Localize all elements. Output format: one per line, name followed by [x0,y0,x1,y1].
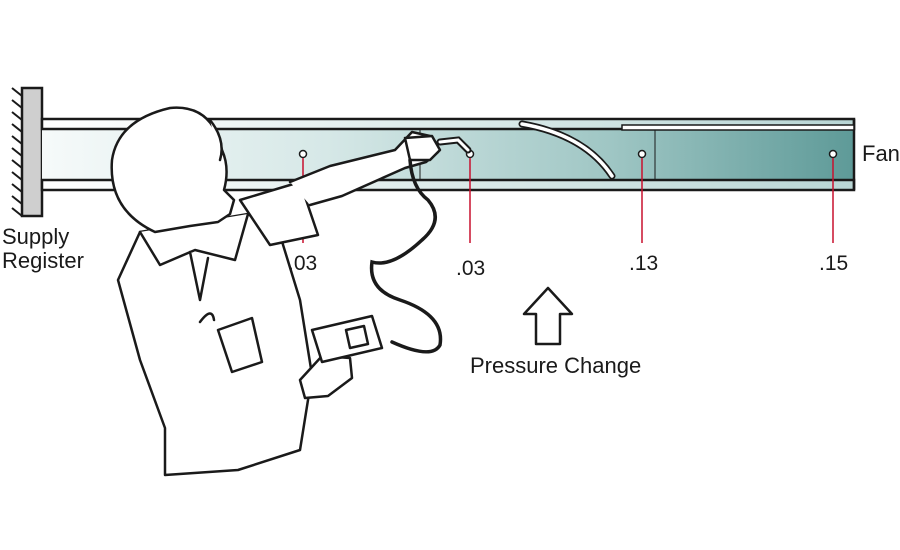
reading-2: .03 [456,257,485,280]
test-port-3 [637,149,647,243]
pressure-change-label: Pressure Change [470,353,641,378]
probe-hose [369,136,472,354]
supply-register-label: Supply [2,224,69,249]
fan-label: Fan [862,141,900,166]
reading-3: .13 [629,252,658,275]
reading-4: .15 [819,252,848,275]
test-port-4 [828,149,838,243]
pressure-change-arrow [522,286,574,346]
supply-register-wall [11,86,44,218]
technician-figure [110,106,442,477]
reading-1: .03 [288,252,317,275]
supply-register-label: Register [2,248,84,273]
manometer-meter [310,314,384,364]
